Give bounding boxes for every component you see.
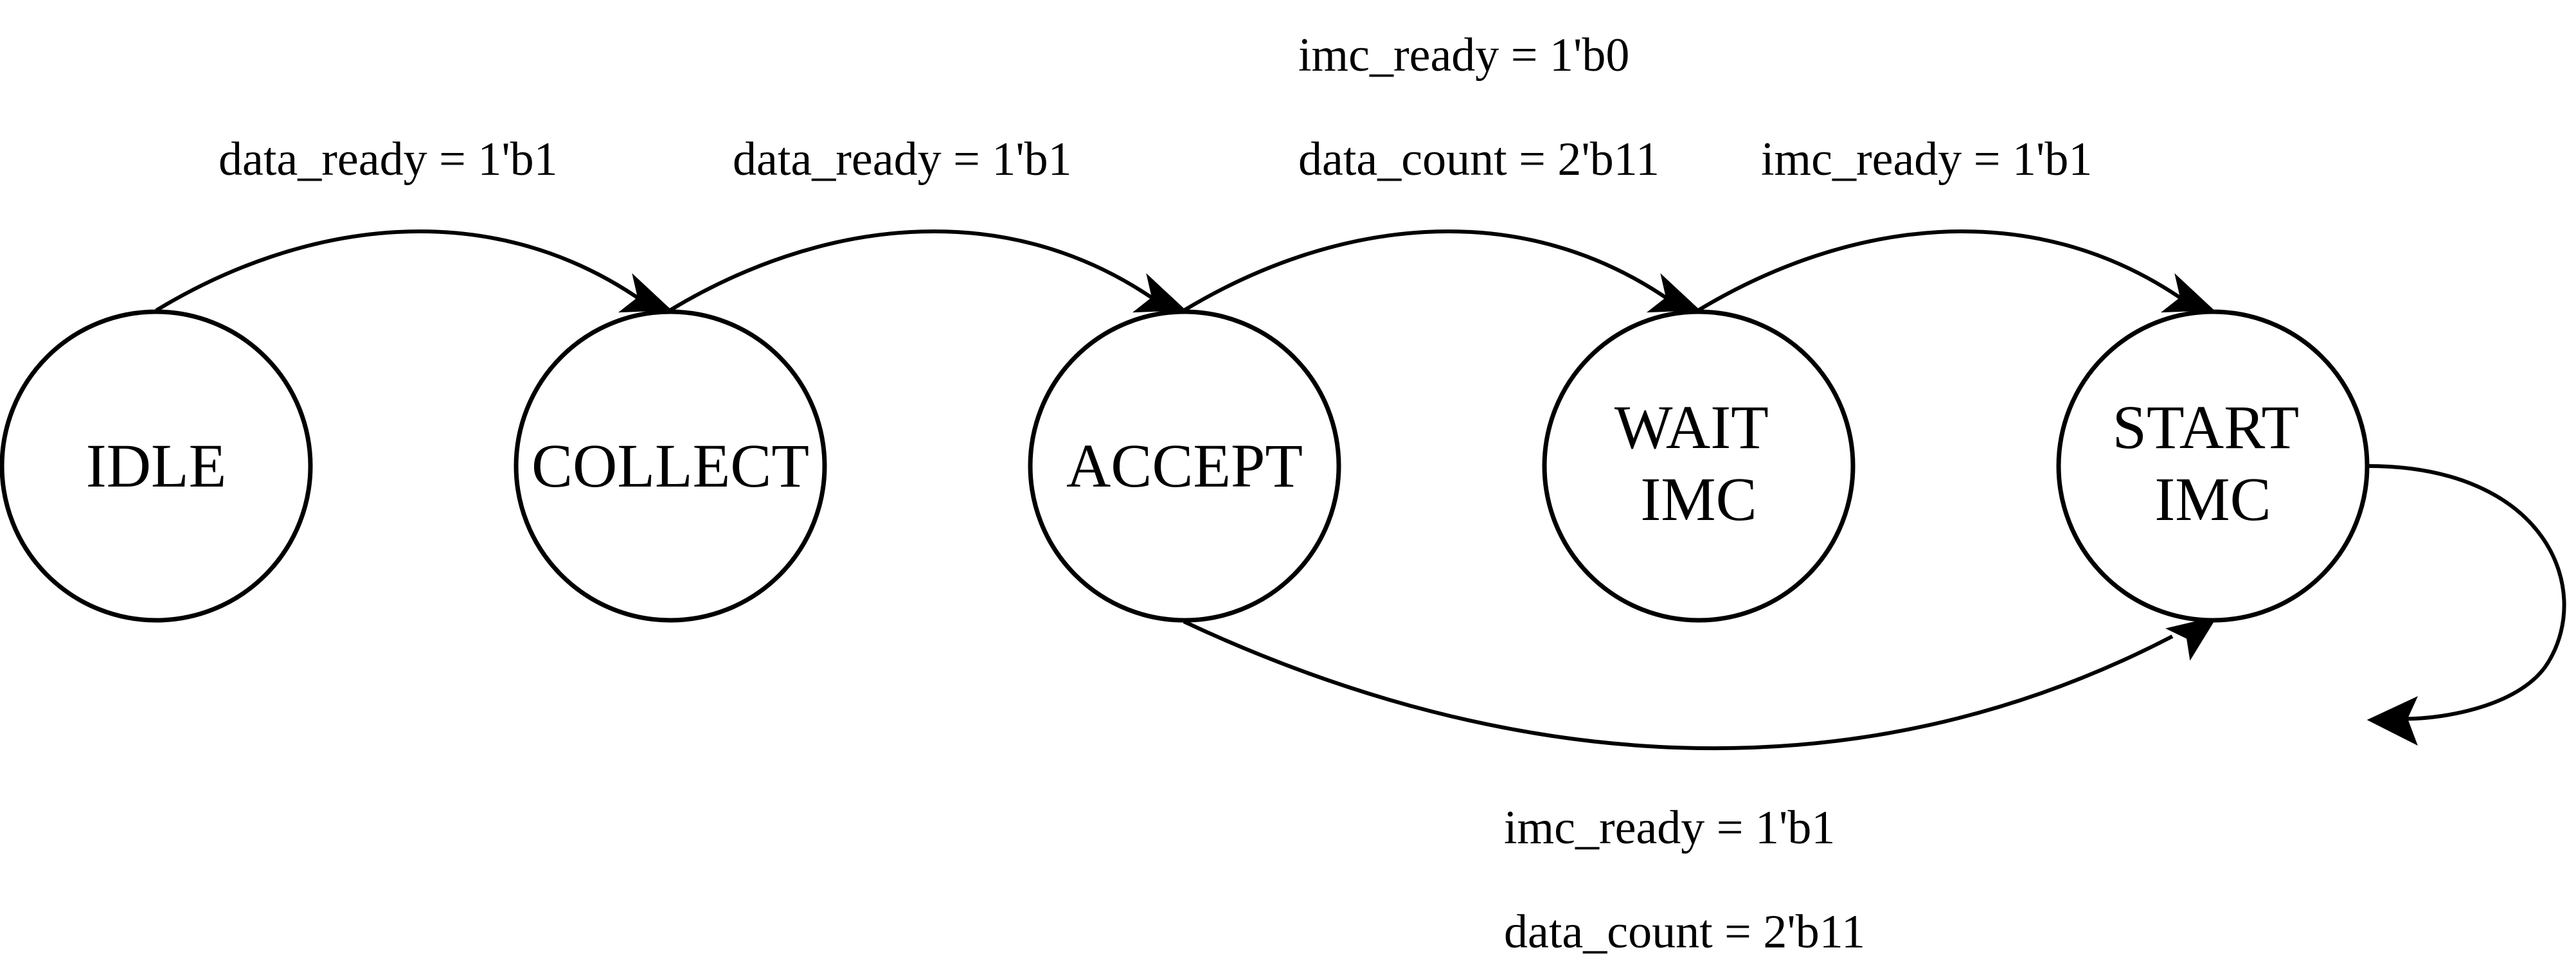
- label-collect-to-accept: data_ready = 1'b1: [733, 133, 1072, 186]
- edge-start-imc-exit: [2367, 464, 2566, 721]
- state-start-imc-line-2: IMC: [2154, 465, 2271, 533]
- transition-edges: [155, 229, 2566, 751]
- state-idle-label: IDLE: [86, 431, 227, 500]
- arrow-wait-imc-to-start-imc: [2160, 273, 2215, 313]
- state-start-imc: START IMC: [2056, 309, 2370, 623]
- edge-idle-to-collect: [155, 229, 645, 312]
- state-collect-circle: [514, 309, 827, 623]
- arrow-collect-to-accept: [1132, 273, 1186, 313]
- label-idle-to-collect: data_ready = 1'b1: [219, 133, 558, 186]
- state-accept-circle: [1028, 309, 1341, 623]
- edge-accept-to-wait-imc: [1183, 229, 1674, 312]
- label-accept-to-start-imc-line-2: data_count = 2'b11: [1504, 906, 1865, 958]
- label-accept-to-start-imc-line-1: imc_ready = 1'b1: [1504, 802, 1835, 854]
- state-collect: COLLECT: [514, 309, 827, 623]
- state-wait-imc: WAIT IMC: [1542, 309, 1856, 623]
- state-nodes: IDLE COLLECT ACCEPT WAIT IMC STA: [0, 309, 2370, 623]
- state-idle-line-1: IDLE: [86, 431, 227, 500]
- edge-collect-to-accept: [668, 229, 1159, 312]
- state-collect-label: COLLECT: [532, 431, 809, 500]
- state-accept-label: ACCEPT: [1066, 431, 1303, 500]
- label-wait-imc-to-start-imc: imc_ready = 1'b1: [1761, 133, 2092, 186]
- arrow-idle-to-collect: [618, 273, 672, 313]
- state-start-imc-line-1: START: [2113, 393, 2299, 462]
- state-start-imc-circle: [2056, 309, 2370, 623]
- state-wait-imc-label: WAIT IMC: [1614, 393, 1783, 533]
- transition-labels: data_ready = 1'b1 data_ready = 1'b1 imc_…: [219, 29, 2092, 958]
- arrow-accept-to-wait-imc: [1646, 273, 1701, 313]
- state-wait-imc-line-2: IMC: [1640, 465, 1757, 533]
- edge-accept-to-start-imc: [1183, 620, 2174, 751]
- state-wait-imc-line-1: WAIT: [1614, 393, 1768, 462]
- state-accept-line-1: ACCEPT: [1066, 431, 1303, 500]
- state-idle: IDLE: [0, 309, 313, 623]
- label-accept-to-wait-imc-line-2: data_count = 2'b11: [1298, 133, 1659, 186]
- state-wait-imc-circle: [1542, 309, 1856, 623]
- label-accept-to-wait-imc-line-1: imc_ready = 1'b0: [1298, 29, 1629, 82]
- state-accept: ACCEPT: [1028, 309, 1341, 623]
- arrow-accept-to-start-imc: [2165, 616, 2218, 661]
- state-idle-circle: [0, 309, 313, 623]
- edge-wait-imc-to-start-imc: [1697, 229, 2188, 312]
- state-start-imc-label: START IMC: [2113, 393, 2314, 533]
- arrow-start-imc-exit: [2366, 695, 2419, 746]
- state-collect-line-1: COLLECT: [532, 431, 809, 500]
